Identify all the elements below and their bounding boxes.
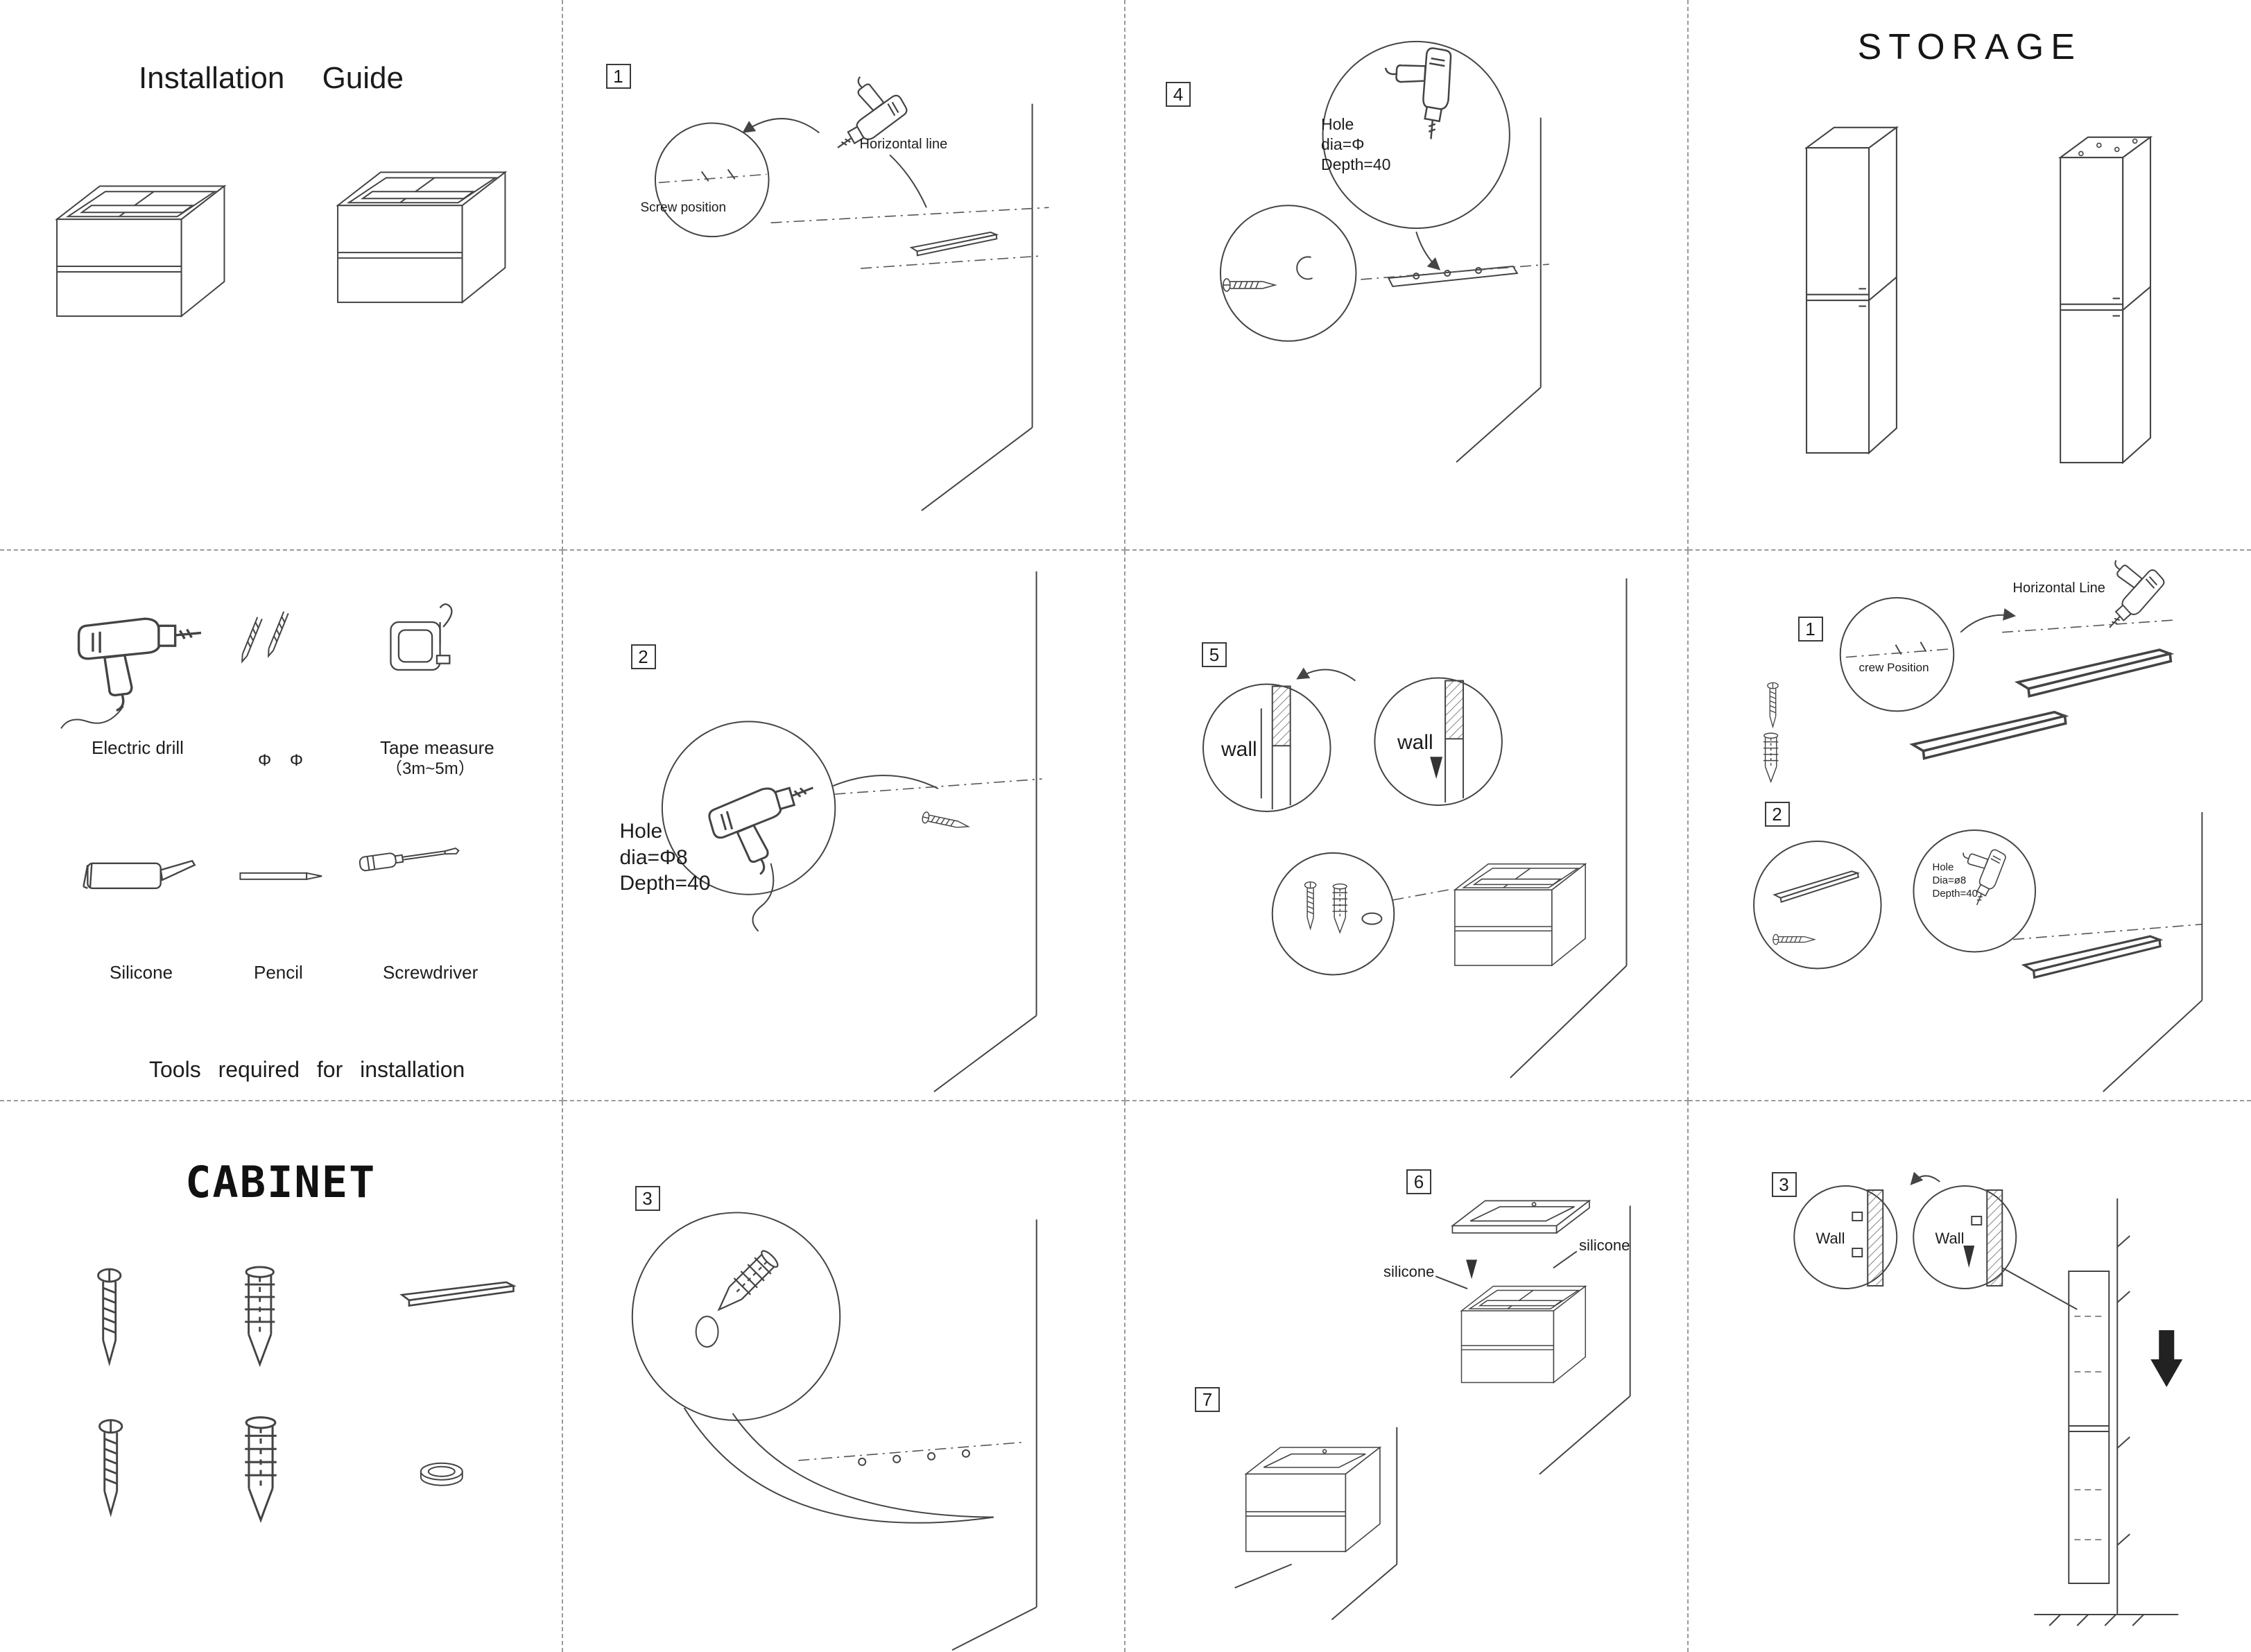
pencil-label: Pencil (254, 962, 303, 983)
wall-plug-icon (243, 1266, 276, 1366)
wall-label-left: Wall (1816, 1230, 1845, 1247)
silicone-label-right: silicone (1579, 1237, 1630, 1254)
panel-storage-step-1-2: 1 2 Horizontal Line crew Position (1688, 551, 2251, 1101)
drill-bit-icon (239, 616, 263, 664)
screw-icon (1766, 682, 1779, 728)
step-number-box: 2 (1764, 802, 1790, 827)
screw-icon (98, 1419, 123, 1515)
screw-icon (1304, 881, 1317, 929)
horizontal-line-label: Horizontal Line (2012, 580, 2105, 596)
screw-icon (1223, 278, 1276, 292)
screwdriver-label: Screwdriver (383, 962, 478, 983)
screw-position-label: Screw position (640, 200, 727, 215)
storage-step-3-drawing (1793, 1171, 2182, 1626)
panel-step-3: 3 (563, 1101, 1126, 1652)
wall-plug-icon (1331, 883, 1348, 933)
screw-icon (97, 1268, 122, 1364)
step-number-box: 7 (1195, 1387, 1220, 1412)
vanity-cabinets-drawing (56, 171, 506, 317)
down-arrow-icon (1963, 1246, 1974, 1268)
panel-tools: Electric drill Φ Φ Tape measure （3m~5m） … (0, 551, 563, 1101)
panel-storage: STORAGE (1688, 0, 2251, 551)
step-number-box: 2 (630, 644, 656, 669)
step-4-drawing (1219, 40, 1549, 463)
storage-title: STORAGE (1857, 27, 2082, 67)
wall-plug-icon (243, 1416, 278, 1522)
down-arrow-icon (1466, 1259, 1478, 1280)
panel-step-4: 4 Hole dia=Φ Depth=40 (1126, 0, 1689, 551)
wall-label-left: wall (1221, 738, 1257, 761)
step-number-box: 1 (1797, 617, 1823, 642)
tape-measure-icon (390, 603, 453, 671)
panel-installation-guide: Installation Guide (0, 0, 563, 551)
panel-step-5: 5 wall wall (1126, 551, 1689, 1101)
step-number-box: 6 (1406, 1169, 1431, 1194)
step-number-box: 3 (635, 1186, 660, 1211)
step-5-drawing (1202, 578, 1628, 1078)
horizontal-line-label: Horizontal line (859, 137, 948, 152)
panel-storage-step-3: 3 (1689, 1101, 2251, 1652)
silicone-icon (83, 860, 196, 889)
panel-step-6-7: 6 7 silicone silicone (1126, 1101, 1689, 1652)
mounting-strip-icon (401, 1281, 515, 1307)
hole-spec-label: Hole Dia=ø8 Depth=40 (1932, 861, 1978, 900)
wall-label-right: Wall (1935, 1230, 1965, 1247)
panel-step-1: 1 Horizontal line Screw position (562, 0, 1126, 551)
step-1-drawing (654, 64, 1049, 511)
tape-measure-label: Tape measure (380, 737, 494, 758)
step-2-drawing (661, 571, 1042, 1092)
panel-step-2: 2 Hole dia=Φ8 Depth=40 (562, 551, 1126, 1101)
down-arrow-icon (1430, 757, 1443, 780)
wall-plug-icon (1762, 732, 1779, 782)
storage-cabinets-drawing (1805, 126, 2151, 464)
electric-drill-icon (77, 617, 202, 712)
hole-spec-label: Hole dia=Φ8 Depth=40 (619, 820, 711, 895)
hole-spec-label: Hole dia=Φ Depth=40 (1321, 115, 1391, 173)
step-6-7-drawing (1234, 1200, 1631, 1621)
step-number-box: 1 (605, 64, 631, 89)
cabinet-parts-drawing (97, 1266, 515, 1522)
wall-plug-icon (709, 1247, 782, 1319)
storage-step-1-2-drawing (1752, 551, 2202, 1092)
panel-cabinet-parts: CABINET (0, 1101, 563, 1652)
drill-icon (704, 775, 833, 885)
drill-bits-label: Φ Φ (258, 751, 303, 770)
step-number-box: 5 (1202, 642, 1227, 667)
tape-range-label: （3m~5m） (386, 759, 475, 778)
wall-label-right: wall (1397, 731, 1433, 754)
step-3-drawing (631, 1212, 1037, 1651)
silicone-label: Silicone (110, 962, 173, 983)
bold-down-arrow-icon (2150, 1330, 2182, 1387)
screwdriver-icon (358, 843, 460, 872)
drill-bit-icon (265, 610, 289, 658)
electric-drill-label: Electric drill (92, 737, 184, 758)
sink-top-icon (1451, 1200, 1590, 1234)
screw-position-label: crew Position (1858, 661, 1929, 674)
tools-drawing (60, 603, 460, 889)
ring-icon (420, 1462, 463, 1486)
cabinet-title: CABINET (185, 1157, 377, 1207)
installation-guide-title: Installation Guide (139, 61, 404, 95)
screw-icon (1772, 933, 1815, 945)
step-number-box: 4 (1166, 82, 1191, 107)
tools-caption: Tools required for installation (149, 1057, 465, 1082)
screw-icon (920, 811, 970, 833)
step-number-box: 3 (1771, 1172, 1797, 1197)
silicone-label-left: silicone (1383, 1263, 1435, 1280)
pencil-icon (239, 872, 323, 880)
